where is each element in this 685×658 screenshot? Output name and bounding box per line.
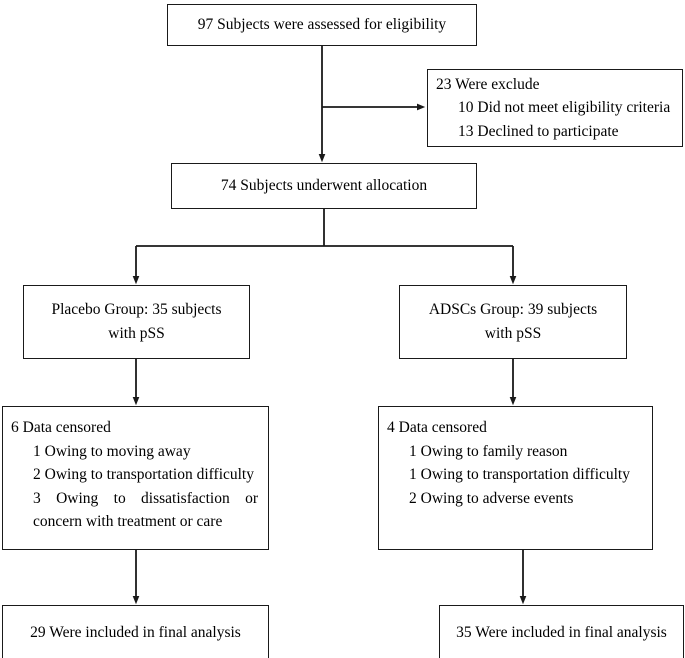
node-group-placebo: Placebo Group: 35 subjects with pSS: [23, 285, 250, 359]
node-excluded-heading: 23 Were exclude: [436, 75, 540, 93]
node-censored-placebo-reason-3: 3 Owing to dissatisfaction or concern wi…: [33, 489, 258, 531]
node-final-adscs-label: 35 Were included in final analysis: [456, 623, 667, 641]
node-final-placebo-label: 29 Were included in final analysis: [30, 623, 241, 641]
node-subjects-screened: 97 Subjects were assessed for eligibilit…: [167, 4, 477, 46]
node-censored-adscs-reason-1: 1 Owing to family reason: [409, 442, 568, 460]
node-subjects-excluded: 23 Were exclude 10 Did not meet eligibil…: [427, 69, 683, 147]
node-group-placebo-line-1: Placebo Group: 35 subjects: [51, 301, 222, 319]
node-censored-placebo-reason-1: 1 Owing to moving away: [33, 442, 191, 460]
node-excluded-reason-2: 13 Declined to participate: [458, 122, 619, 140]
node-censored-placebo-heading: 6 Data censored: [11, 419, 111, 436]
node-allocated-label: 74 Subjects underwent allocation: [220, 177, 428, 195]
node-censored-adscs-heading: 4 Data censored: [387, 419, 487, 436]
node-group-placebo-line-2: with pSS: [108, 325, 165, 342]
node-censored-adscs-reason-2: 1 Owing to transportation difficulty: [409, 466, 630, 484]
node-final-analysis-placebo: 29 Were included in final analysis: [2, 605, 269, 658]
node-censored-placebo: 6 Data censored 1 Owing to moving away 2…: [2, 406, 269, 550]
node-screened-label: 97 Subjects were assessed for eligibilit…: [197, 16, 447, 34]
node-group-adscs-line-1: ADSCs Group: 39 subjects: [428, 301, 598, 319]
node-censored-adscs: 4 Data censored 1 Owing to family reason…: [378, 406, 653, 550]
node-group-adscs-line-2: with pSS: [484, 325, 542, 342]
node-censored-placebo-reason-2: 2 Owing to transportation difficulty: [33, 466, 254, 484]
node-group-adscs: ADSCs Group: 39 subjects with pSS: [399, 285, 627, 359]
node-subjects-allocated: 74 Subjects underwent allocation: [171, 163, 477, 209]
node-censored-adscs-reason-3: 2 Owing to adverse events: [409, 489, 574, 507]
node-final-analysis-adscs: 35 Were included in final analysis: [439, 605, 684, 658]
node-excluded-reason-1: 10 Did not meet eligibility criteria: [458, 99, 671, 117]
